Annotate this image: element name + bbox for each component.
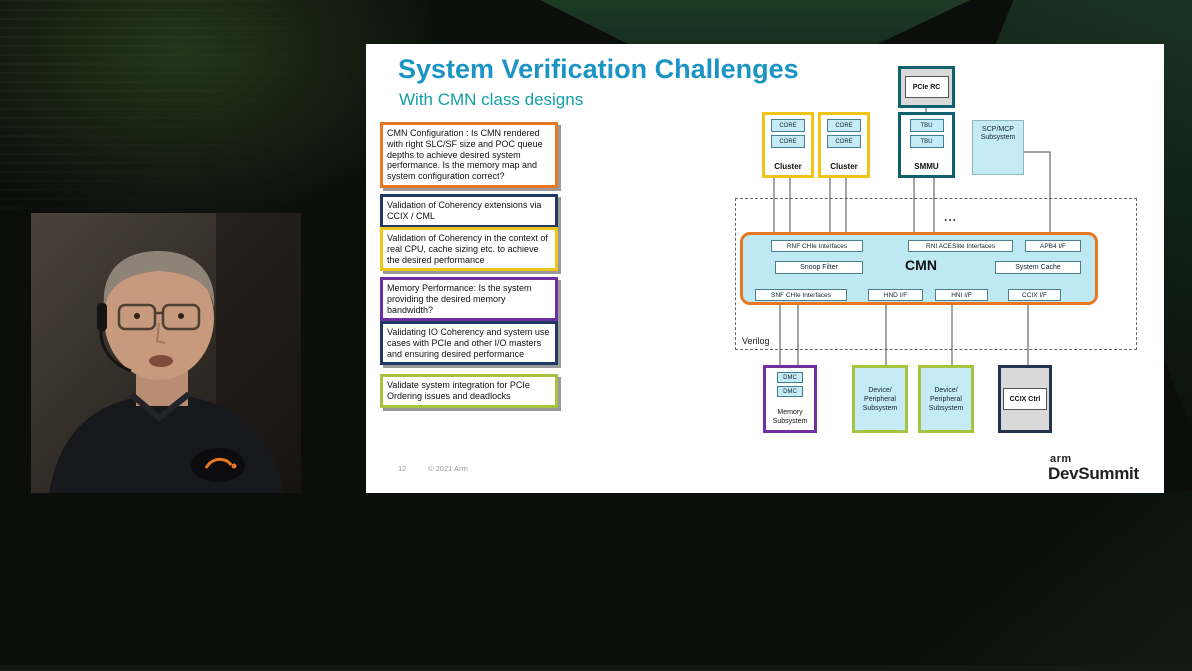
cluster-block-2: CORE CORE Cluster bbox=[818, 112, 870, 178]
verilog-label: Verilog bbox=[742, 336, 770, 346]
scp-mcp-subsystem-block: SCP/MCP Subsystem bbox=[972, 120, 1024, 175]
smmu-label: SMMU bbox=[914, 162, 939, 171]
hnd-interface: HND I/F bbox=[868, 289, 923, 301]
memory-subsystem-label: Memory Subsystem bbox=[772, 409, 808, 425]
tbu-chip: TBU bbox=[909, 135, 944, 148]
core-chip: CORE bbox=[771, 135, 805, 148]
system-cache: System Cache bbox=[995, 261, 1081, 274]
slide-title: System Verification Challenges bbox=[398, 54, 799, 84]
devsummit-logo-text: DevSummit bbox=[1048, 464, 1139, 483]
pcie-rc-block: PCIe RC bbox=[898, 66, 955, 108]
smmu-block: TBU TBU SMMU bbox=[898, 112, 955, 178]
presenter-video bbox=[31, 213, 301, 493]
challenge-io-coherency: Validating IO Coherency and system use c… bbox=[380, 321, 558, 366]
core-chip: CORE bbox=[827, 135, 861, 148]
arm-devsummit-logo: arm DevSummit bbox=[1048, 454, 1139, 483]
background-code-texture bbox=[0, 0, 430, 210]
memory-subsystem-block: DMC DMC Memory Subsystem bbox=[763, 365, 817, 433]
cluster-block-1: CORE CORE Cluster bbox=[762, 112, 814, 178]
pcie-rc-label: PCIe RC bbox=[904, 76, 949, 98]
cluster-label: Cluster bbox=[830, 162, 858, 171]
tbu-chip: TBU bbox=[909, 119, 944, 132]
snf-interface: SNF CHIe Interfaces bbox=[755, 289, 847, 301]
presenter-illustration bbox=[31, 213, 301, 493]
ccix-interface: CCIX I/F bbox=[1008, 289, 1061, 301]
ccix-ctrl-block: CCIX Ctrl bbox=[998, 365, 1052, 433]
challenge-coherency-context: Validation of Coherency in the context o… bbox=[380, 227, 558, 272]
cmn-label: CMN bbox=[905, 257, 937, 273]
copyright: © 2021 Arm bbox=[428, 464, 468, 473]
page-number: 12 bbox=[398, 464, 407, 473]
core-chip: CORE bbox=[827, 119, 861, 132]
presentation-slide: System Verification Challenges With CMN … bbox=[366, 44, 1164, 493]
ellipsis: ... bbox=[944, 210, 958, 224]
rnf-interface: RNF CHIe Interfaces bbox=[771, 240, 863, 252]
challenge-cmn-configuration: CMN Configuration : Is CMN rendered with… bbox=[380, 122, 558, 188]
snoop-filter: Snoop Filter bbox=[775, 261, 863, 274]
verilog-boundary: Verilog bbox=[735, 198, 1137, 350]
apb4-interface: APB4 I/F bbox=[1025, 240, 1081, 252]
shirt-logo-badge bbox=[191, 448, 245, 482]
dmc-chip: DMC bbox=[777, 386, 803, 397]
challenge-pcie-ordering: Validate system integration for PCIe Ord… bbox=[380, 374, 558, 408]
challenge-coherency-extensions: Validation of Coherency extensions via C… bbox=[380, 194, 558, 228]
hni-interface: HNI I/F bbox=[935, 289, 988, 301]
background-corner-shape bbox=[892, 491, 1192, 671]
slide-subtitle: With CMN class designs bbox=[399, 90, 584, 109]
core-chip: CORE bbox=[771, 119, 805, 132]
bottom-bar bbox=[0, 665, 1192, 671]
cmn-block: RNF CHIe Interfaces RNI ACESlite Interfa… bbox=[740, 232, 1098, 305]
device-peripheral-subsystem-2: Device/ Peripheral Subsystem bbox=[918, 365, 974, 433]
challenge-memory-performance: Memory Performance: Is the system provid… bbox=[380, 277, 558, 322]
arm-logo-text: arm bbox=[1050, 453, 1072, 465]
dmc-chip: DMC bbox=[777, 372, 803, 383]
rni-interface: RNI ACESlite Interfaces bbox=[908, 240, 1013, 252]
device-peripheral-subsystem-1: Device/ Peripheral Subsystem bbox=[852, 365, 908, 433]
cluster-label: Cluster bbox=[774, 162, 802, 171]
ccix-ctrl-label: CCIX Ctrl bbox=[1003, 388, 1047, 410]
